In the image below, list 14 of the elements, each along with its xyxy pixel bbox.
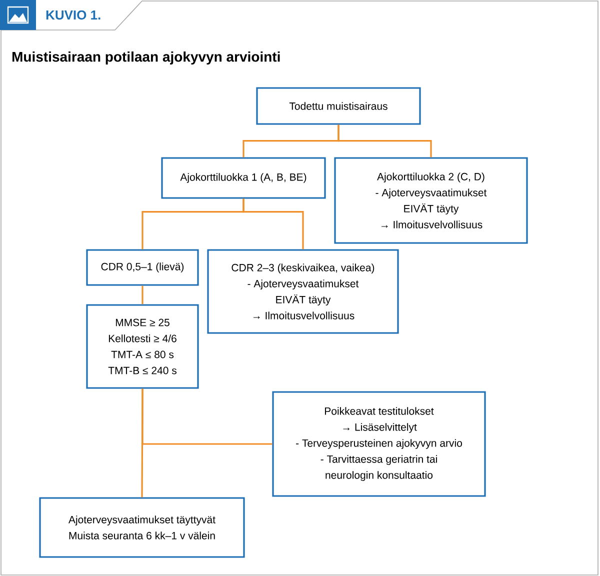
connector-line — [242, 198, 304, 250]
process-box: Ajokorttiluokka 1 (A, B, BE) — [161, 157, 326, 199]
process-box: CDR 0,5–1 (lievä) — [86, 249, 199, 286]
process-box: Ajokorttiluokka 2 (C, D) - Ajoterveysvaatimukset EIVÄT täyty → Ilmoitusvelvollisuus — [334, 157, 528, 244]
diagram-title: Muistisairaan potilaan ajokyvyn arviointi — [12, 51, 280, 65]
process-box: Ajoterveysvaatimukset täyttyvät Muista seuranta 6 kk–1 v välein — [39, 497, 245, 558]
connector-line — [142, 286, 144, 304]
process-box: MMSE ≥ 25 Kellotesti ≥ 4/6 TMT-A ≤ 80 s TMT-B ≤ 240 s — [86, 304, 199, 389]
figure-label: KUVIO 1. — [46, 10, 100, 20]
connector-line — [141, 388, 144, 498]
process-box: Poikkeavat testitulokset → Lisäselvittelyt - Terveysperusteinen ajokyvyn arvio - Tarvittaessa geriatrin tai neurologin konsultaatio — [272, 391, 486, 497]
connector-line — [338, 124, 432, 158]
process-box: CDR 2–3 (keskivaikea, vaikea) - Ajoterveysvaatimukset EIVÄT täyty → Ilmoitusvelvollisuus — [207, 249, 399, 334]
process-box: Todettu muistisairaus — [256, 87, 421, 125]
